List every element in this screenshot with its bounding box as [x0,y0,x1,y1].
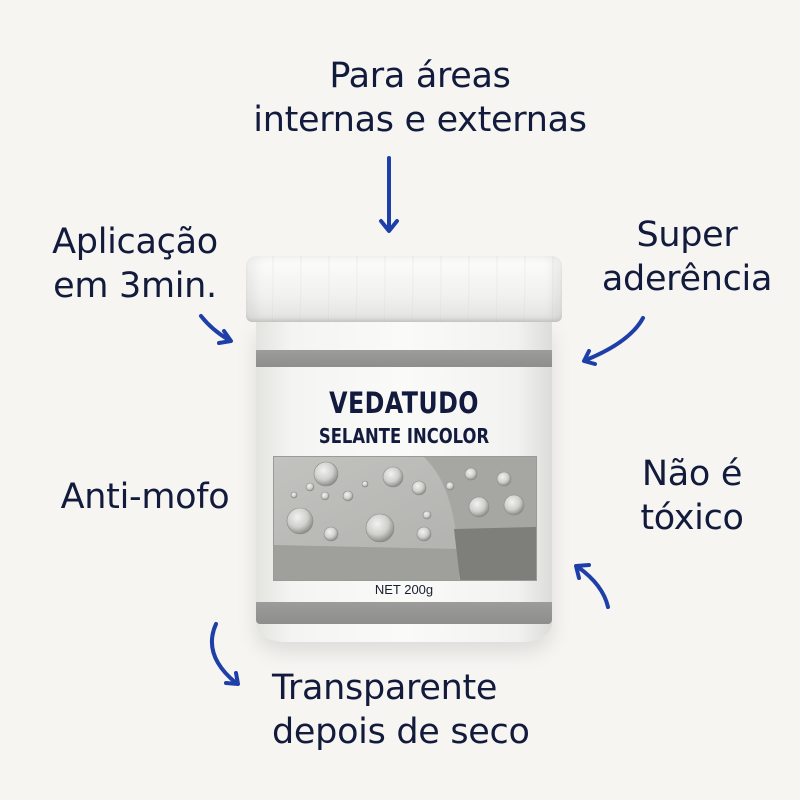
jar-band-top [256,350,552,367]
callout-transparent-when-dry: Transparente depois de seco [250,666,612,754]
callout-line: aderência [601,259,773,299]
callout-non-toxic: Não é tóxico [612,452,772,540]
callout-indoor-outdoor: Para áreas internas e externas [200,54,640,142]
curved-arrow-down-right-icon [199,314,233,345]
callout-super-adhesion: Super aderência [572,213,800,301]
curved-arrow-up-left-icon [574,563,610,609]
water-droplets-image [273,456,537,581]
product-subtitle: SELANTE INCOLOR [318,424,490,448]
arrow-down-icon [379,156,399,233]
callout-line: em 3min. [53,266,217,306]
callout-anti-mold: Anti-mofo [30,475,260,519]
callout-line: depois de seco [272,712,530,752]
product-brand: VEDATUDO [329,386,479,420]
net-weight: NET 200g [374,582,434,597]
callout-application-time: Aplicação em 3min. [20,220,250,308]
callout-line: Transparente [272,668,498,708]
callout-line: internas e externas [253,100,587,140]
callout-line: Super [636,215,738,255]
callout-line: Para áreas [329,56,511,96]
callout-line: Aplicação [52,222,218,262]
product-jar: VEDATUDO SELANTE INCOLOR [246,256,562,642]
curved-arrow-down-left-icon [582,316,645,366]
jar-band-bottom [256,602,552,624]
jar-lid [246,256,562,322]
callout-line: Não é [641,454,743,494]
callout-line: tóxico [640,498,744,538]
curved-arrow-down-right-icon [210,622,240,686]
callout-line: Anti-mofo [60,477,230,517]
jar-body: VEDATUDO SELANTE INCOLOR [256,322,552,642]
